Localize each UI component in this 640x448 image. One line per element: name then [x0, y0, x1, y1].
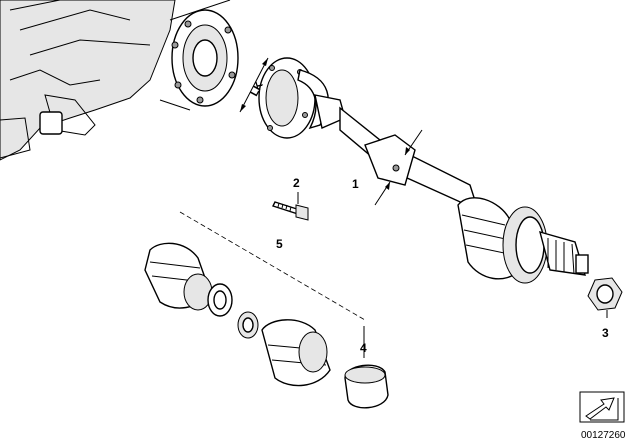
- collar-nut: [587, 277, 623, 318]
- callout-2: 2: [293, 176, 300, 190]
- bolt: [272, 192, 309, 221]
- drive-shaft: [339, 106, 480, 212]
- callout-4: 4: [360, 341, 367, 355]
- inner-cv-joint: [258, 57, 346, 139]
- outer-cv-joint: [457, 197, 589, 284]
- differential-housing: [0, 0, 239, 161]
- diagram-code: 00127260: [581, 430, 626, 441]
- lk-dimension: LK: [239, 57, 269, 113]
- arrow-symbol-icon: [579, 391, 625, 423]
- clamp: [344, 326, 389, 409]
- callout-1: 1: [352, 177, 359, 191]
- callout-3: 3: [602, 326, 609, 340]
- callout-5: 5: [276, 237, 283, 251]
- repair-kit: [144, 211, 366, 387]
